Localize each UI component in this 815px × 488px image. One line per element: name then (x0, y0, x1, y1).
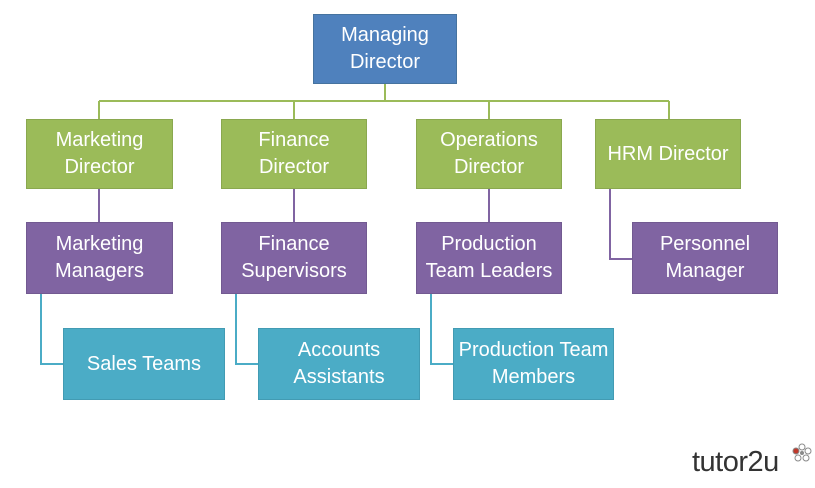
production-team-leaders-box: Production Team Leaders (416, 222, 562, 294)
tutor2u-logo: tutor2u (692, 443, 812, 486)
production-team-leaders-label: Production Team Leaders (425, 233, 553, 282)
sales-teams-label: Sales Teams (86, 352, 202, 375)
marketing-director-box: Marketing Director (26, 119, 173, 189)
connector-to-production-team-members (430, 294, 453, 365)
accounts-assistants-box: Accounts Assistants (258, 328, 420, 400)
managing-director-box: Managing Director (313, 14, 457, 84)
sales-teams-box: Sales Teams (63, 328, 225, 400)
accounts-assistants-label: Accounts Assistants (293, 339, 385, 388)
hrm-director-box: HRM Director (595, 119, 741, 189)
operations-director-box: Operations Director (416, 119, 562, 189)
production-team-members-label: Production Team Members (458, 339, 609, 388)
hrm-director-label: HRM Director (607, 142, 729, 165)
production-team-members-box: Production Team Members (453, 328, 614, 400)
finance-director-label: Finance Director (258, 129, 330, 178)
flower-logo-icon (792, 443, 812, 462)
marketing-director-label: Marketing Director (55, 129, 144, 178)
marketing-managers-box: Marketing Managers (26, 222, 173, 294)
connector-to-sales-teams (40, 294, 63, 365)
marketing-managers-label: Marketing Managers (55, 233, 144, 282)
finance-supervisors-box: Finance Supervisors (221, 222, 367, 294)
personnel-manager-label: Personnel Manager (659, 233, 751, 282)
logo-text: tutor2u (692, 446, 779, 478)
personnel-manager-box: Personnel Manager (632, 222, 778, 294)
managing-director-label: Managing Director (341, 24, 429, 73)
connector-to-accounts-assistants (235, 294, 258, 365)
finance-director-box: Finance Director (221, 119, 367, 189)
finance-supervisors-label: Finance Supervisors (241, 233, 347, 282)
operations-director-label: Operations Director (440, 129, 538, 178)
connector-to-personnel-manager (609, 189, 632, 260)
